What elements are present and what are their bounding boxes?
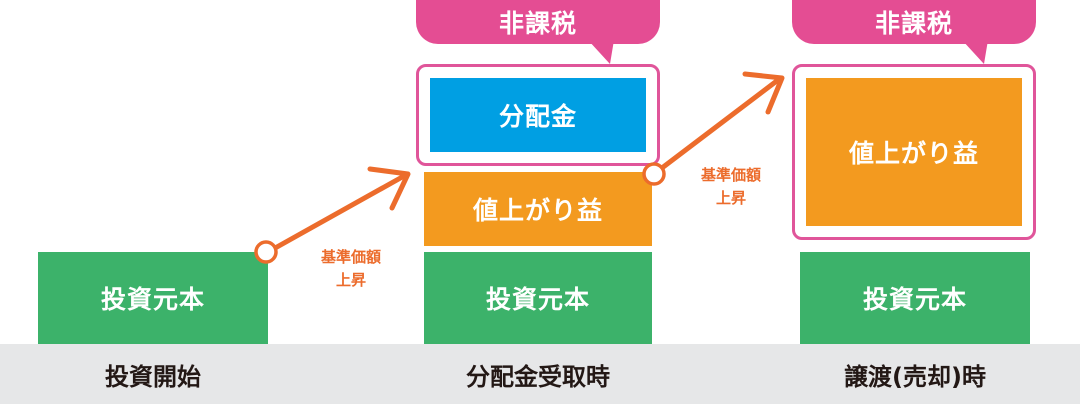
arrow-label-second-line1: 基準価額 xyxy=(700,166,761,184)
arrow-label-first: 基準価額 上昇 xyxy=(306,246,396,292)
principal-box-start: 投資元本 xyxy=(38,252,268,344)
footer-label-distribution: 分配金受取時 xyxy=(466,362,610,391)
tax-free-badge-sale: 非課税 xyxy=(792,0,1036,44)
footer-band xyxy=(0,344,1080,404)
principal-box-distribution: 投資元本 xyxy=(424,252,652,344)
arrow-label-first-line2: 上昇 xyxy=(335,271,366,289)
arrow-label-first-line1: 基準価額 xyxy=(320,248,381,266)
tax-free-frame-distribution xyxy=(416,64,660,166)
gain-box-distribution: 値上がり益 xyxy=(424,172,652,246)
tax-free-frame-sale xyxy=(792,64,1036,240)
footer-label-sale: 譲渡(売却)時 xyxy=(844,362,986,391)
distribution-box: 分配金 xyxy=(430,78,646,152)
arrow-label-second: 基準価額 上昇 xyxy=(686,164,776,210)
gain-box-sale: 値上がり益 xyxy=(806,78,1022,226)
rise-arrow-first xyxy=(254,166,411,264)
tax-free-badge-distribution: 非課税 xyxy=(416,0,660,44)
arrow-label-second-line2: 上昇 xyxy=(715,189,746,207)
rise-arrow-second xyxy=(642,71,785,186)
footer-label-start: 投資開始 xyxy=(105,362,201,391)
badge-tail-distribution xyxy=(588,40,614,64)
badge-tail-sale xyxy=(962,40,988,64)
principal-box-sale: 投資元本 xyxy=(800,252,1030,344)
